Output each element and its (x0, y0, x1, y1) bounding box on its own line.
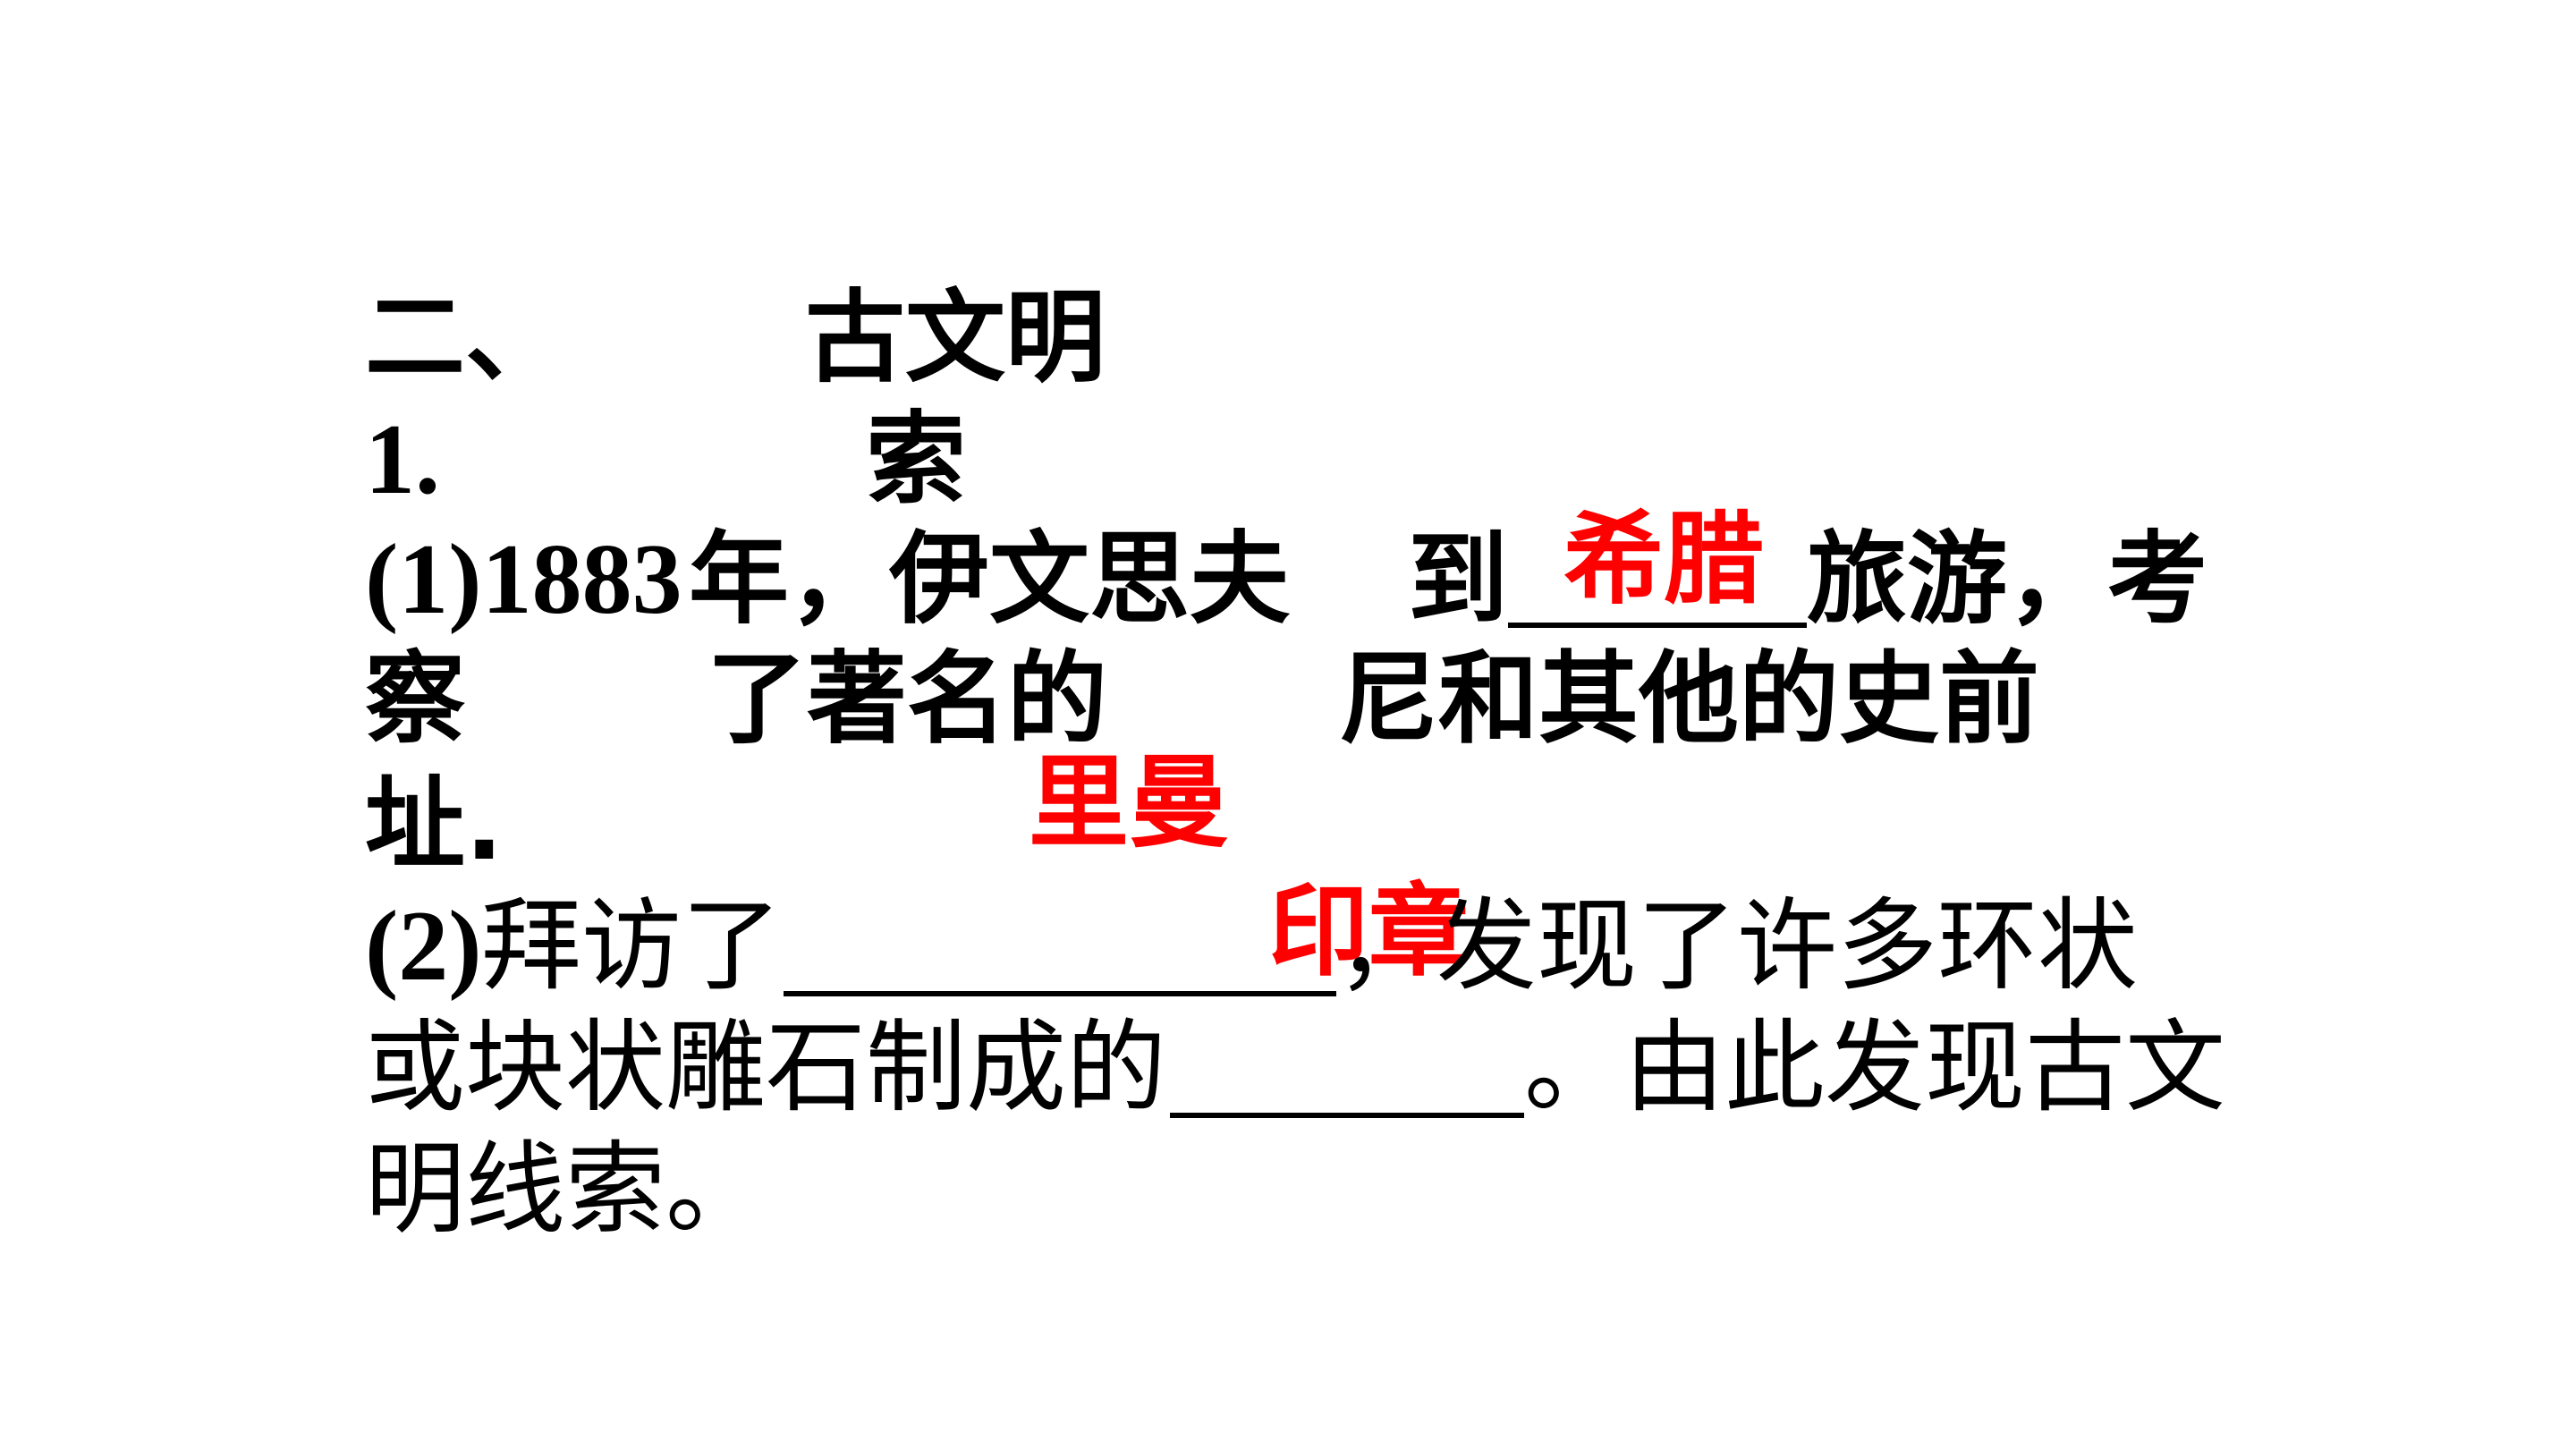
answer-schliemann: 里曼 (1029, 745, 1229, 861)
item2-blank-1 (784, 991, 1336, 996)
item2-text-discover: 。由此发现古文 (1524, 1010, 2225, 1126)
subheading-word: 索 (866, 402, 966, 518)
item1-number: (1)1883 (365, 524, 682, 635)
subheading-number: 1. (365, 404, 440, 515)
item2-text-clue: 明线索。 (365, 1131, 766, 1248)
item1-text-year: 年，伊文思夫 (689, 521, 1290, 638)
item2-text-visit: 拜访了 (481, 888, 782, 1004)
item1-text-famous: 了著名的 (707, 641, 1107, 758)
heading-prefix: 二、 (365, 280, 565, 396)
item1-text-site: 址. (365, 767, 504, 883)
item1-text-prehistoric: 尼和其他的史前 (1338, 641, 2039, 758)
item2-text-found: ，发现了许多环状 (1336, 888, 2138, 1004)
answer-seal: 印章 (1268, 874, 1469, 990)
item1-text-travel: 旅游，考 (1807, 521, 2207, 638)
item2-blank-2 (1170, 1113, 1524, 1118)
item1-text-observe: 察 (365, 641, 465, 758)
answer-greece: 希腊 (1563, 502, 1764, 618)
item1-blank-1 (1508, 623, 1807, 628)
item2-number: (2) (365, 891, 482, 1002)
item2-text-carved: 或块状雕石制成的 (365, 1010, 1166, 1126)
heading-title: 古文明 (805, 280, 1106, 396)
item1-text-to: 到 (1408, 521, 1508, 638)
